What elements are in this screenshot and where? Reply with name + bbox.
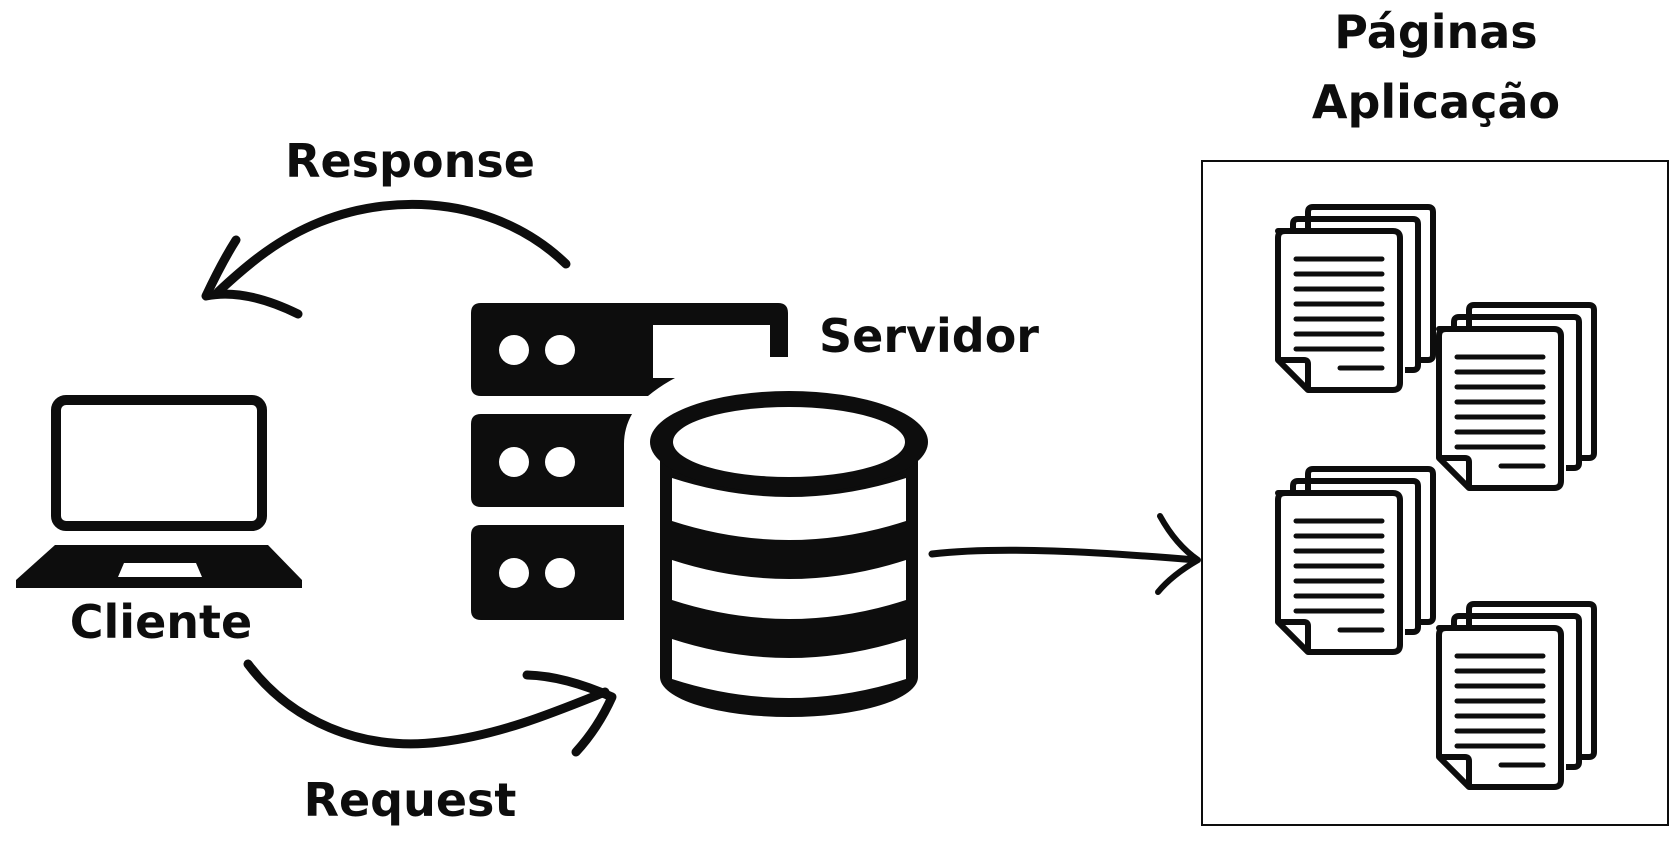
document-stack-icon <box>1439 604 1594 787</box>
response-arrow <box>201 199 571 319</box>
document-stack-icon <box>1278 207 1433 390</box>
document-stack-icon <box>1278 469 1433 652</box>
request-label: Request <box>304 773 517 827</box>
laptop-icon <box>16 395 302 588</box>
request-arrow <box>243 659 617 757</box>
cliente-label: Cliente <box>70 595 252 649</box>
paginas-title-line2: Aplicação <box>1312 75 1560 129</box>
database-icon <box>650 391 928 717</box>
server-to-pages-arrow <box>928 513 1201 595</box>
servidor-label: Servidor <box>819 309 1039 363</box>
pages-panel <box>1201 160 1669 826</box>
document-stack-icon <box>1439 305 1594 488</box>
response-label: Response <box>285 134 535 188</box>
paginas-title-line1: Páginas <box>1334 5 1537 59</box>
server-rack-icon <box>471 303 788 620</box>
